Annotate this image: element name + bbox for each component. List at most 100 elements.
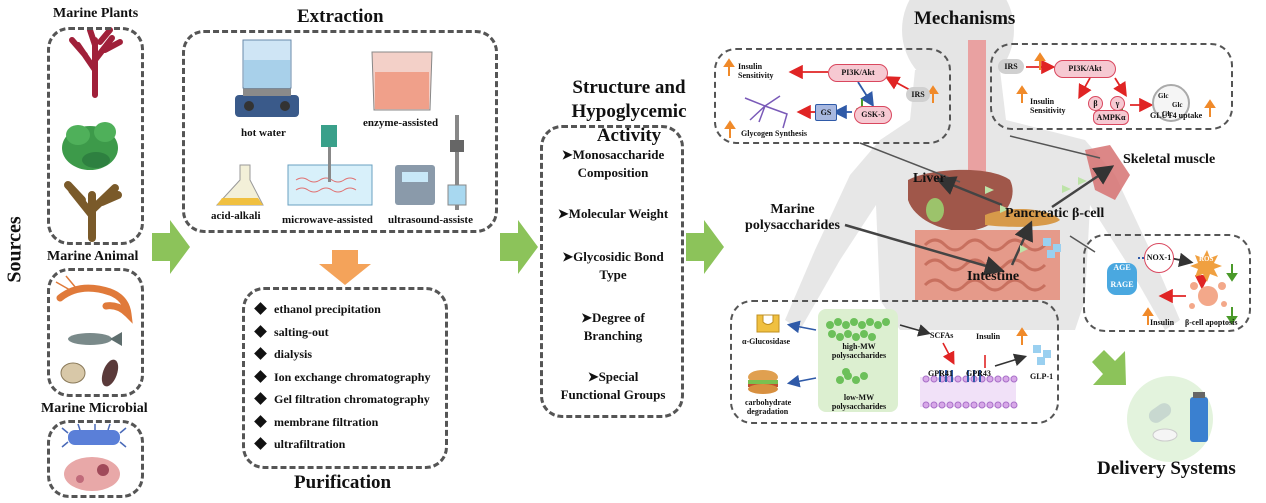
enzyme-beaker-image [371,51,433,111]
diamond-bullet-icon [254,369,267,383]
delivery-systems-title: Delivery Systems [1097,458,1236,479]
liver-mechanism-box [714,48,951,144]
fish-image [68,332,122,346]
glc-label-2: Glc [1172,101,1183,109]
structure-item: ➤Molecular Weight [557,206,669,221]
diamond-bullet-icon [254,302,267,315]
nox-1: NOX-1 [1144,243,1174,273]
purification-item: ultrafiltration [254,433,430,456]
marine-microbial-title: Marine Microbial [41,401,148,416]
gpr43-label: GPR43 [966,369,991,378]
liver-pi3k-akt: PI3K/Akt [828,64,888,82]
organ-connector-arrows [844,165,1115,276]
hot-water-stirrer-image [235,39,299,117]
liver-pathway-arrows [788,64,911,120]
method-enzyme-assisted: enzyme-assisted [363,117,439,129]
label-skeletal: Skeletal muscle [1123,152,1216,167]
muscle-pi3k-akt: PI3K/Akt [1054,60,1116,78]
purification-item: Ion exchange chromatography [254,366,430,389]
low-mw-beads [836,368,868,384]
green-flow-arrows [152,220,1126,385]
brown-seaweed-image [64,181,122,242]
intestine-insulin-label: Insulin [976,332,1001,341]
carb-degradation-label: carbohydrate degradation [745,398,792,416]
intestine-pathway-arrows [786,320,1028,388]
extraction-box [182,30,498,233]
liver-insulin-sensitivity: Insulin Sensitivity [738,62,774,80]
sandwich-image [748,370,778,394]
purification-item: dialysis [254,343,430,366]
method-hot-water: hot water [241,127,286,139]
muscle-pathway-arrows [1026,59,1154,113]
diamond-bullet-icon [254,347,267,360]
orange-down-arrow [319,250,371,285]
acid-alkali-flask-image [215,164,264,206]
label-pancreatic: Pancreatic β-cell [1005,206,1105,221]
green-seaweed-image [62,122,118,170]
glc-label-3: Glc [1162,110,1173,118]
liver-irs: IRS [906,87,930,102]
marine-plants-box [47,27,144,245]
gpr-receptor-image [939,370,981,382]
diamond-bullet-icon [254,437,267,450]
structure-title: Structure and Hypoglycemic Activity [543,76,715,148]
marine-animal-title: Marine Animal [47,249,139,264]
purification-list: ethanol precipitation salting-out dialys… [254,298,430,456]
liver-gs: GS [815,104,837,121]
method-ultrasound-assisted: ultrasound-assiste [388,214,473,226]
ultrasound-device-image [395,115,467,210]
marine-animal-box [47,268,144,397]
microwave-bath-image [287,125,373,206]
delivery-systems-image [1127,376,1213,462]
sources-side-label: Sources [3,216,26,283]
rage-label: RAGE [1110,280,1134,289]
red-seaweed-image [69,27,123,98]
glp1-cubes [1043,238,1061,258]
intestine-organ [915,230,1060,300]
label-marine-polysaccharides: Marine polysaccharides [745,202,840,233]
low-mw-label: low-MW polysaccharides [831,393,887,411]
cell-image [64,457,120,491]
label-liver: Liver [913,171,946,186]
method-acid-alkali: acid-alkali [211,210,261,222]
muscle-irs: IRS [998,59,1024,74]
pancreas-organ [985,208,1060,227]
beta-cell-mechanism-box [1083,234,1251,332]
marine-microbial-box [47,420,144,498]
age-label: AGE [1113,263,1131,272]
method-microwave-assisted: microwave-assisted [282,214,373,226]
ros-label: ROS [1199,255,1214,263]
structure-title-line1: Structure and [572,77,686,98]
high-mw-label: high-MW polysaccharides [831,342,887,360]
mechanisms-title: Mechanisms [914,8,1016,29]
glp1-label: GLP-1 [1030,372,1054,381]
muscle-mechanism-box [990,43,1233,130]
ros-burst-image [1190,250,1222,282]
apoptotic-cell-image [1189,282,1227,309]
liver-gsk3: GSK-3 [854,106,892,124]
label-intestine: Intestine [967,269,1020,284]
extraction-title: Extraction [297,6,384,27]
gpr41-label: GPR41 [928,369,953,378]
scfas-label: SCFAs [930,331,954,340]
marine-plants-title: Marine Plants [53,6,139,21]
diamond-bullet-icon [254,392,267,405]
purification-item: Gel filtration chromatography [254,388,430,411]
beta-insulin-label: Insulin [1150,318,1175,327]
structure-title-line2: Hypoglycemic Activity [571,101,687,146]
high-mw-beads [826,318,890,341]
diamond-bullet-icon [254,324,267,338]
glut4-uptake: GLUT4 uptake [1150,111,1203,120]
alpha-glucosidase-label: α-Glucosidase [742,337,791,346]
ampk-beta: β [1088,96,1103,111]
purification-title: Purification [294,472,392,493]
liver-glycogen-synthesis: Glycogen Synthesis [741,129,808,138]
age-rage-image [1107,263,1137,295]
ampk-alpha: AMPKα [1093,110,1129,125]
sea-cucumber-image [101,359,119,387]
muscle-insulin-sensitivity: Insulin Sensitivity [1030,97,1066,115]
